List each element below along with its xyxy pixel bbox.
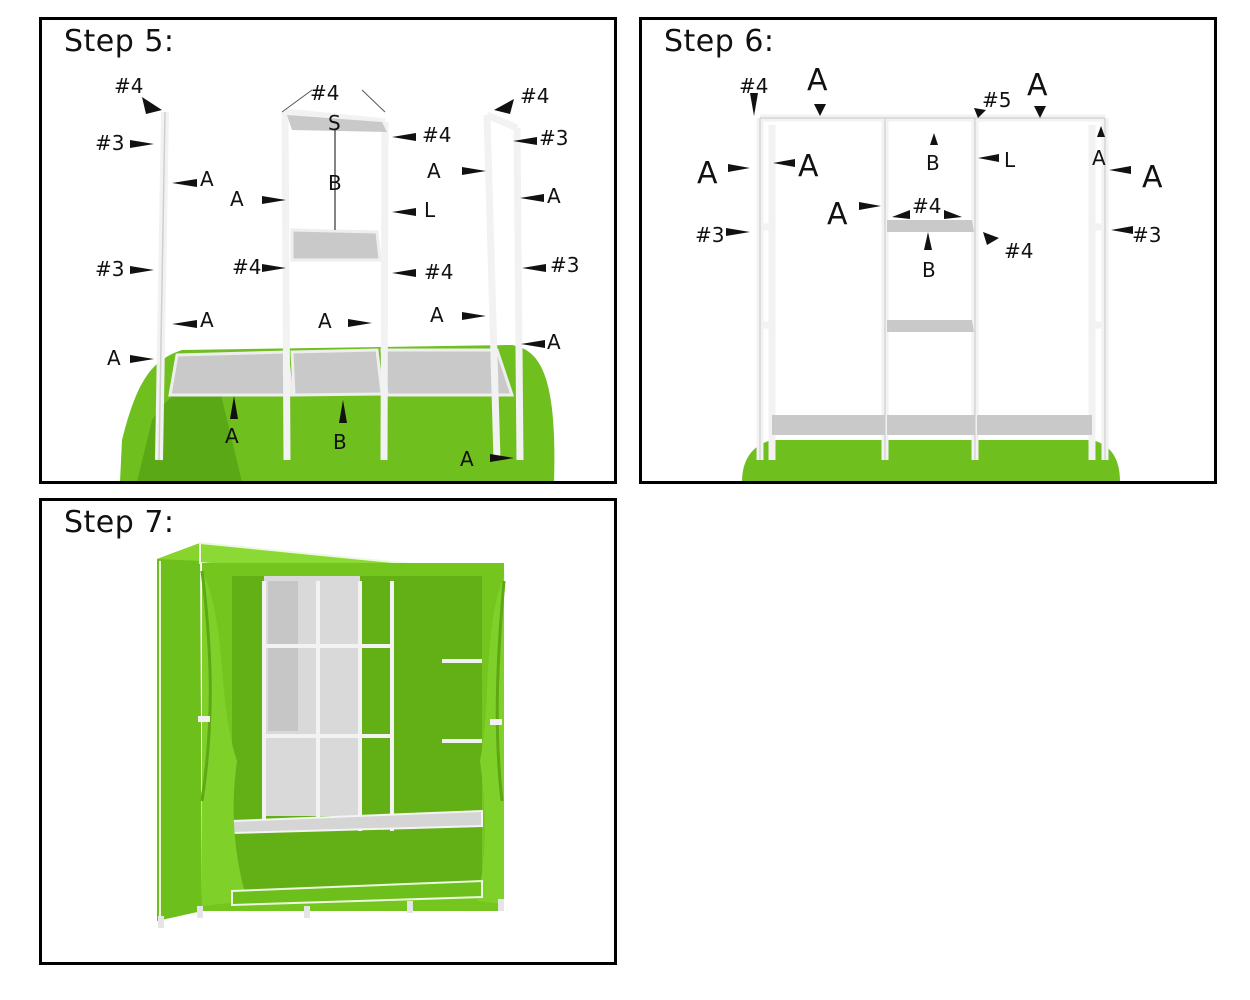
step-5-panel: Step 5: #4 #3 #3 A A (39, 17, 617, 484)
label-p3: #3 (550, 253, 579, 277)
label-p3: #3 (1132, 223, 1161, 247)
label-a: A (827, 197, 848, 232)
label-a: A (1092, 146, 1106, 170)
label-a: A (200, 167, 214, 191)
label-a: A (547, 184, 561, 208)
label-p4: #4 (424, 260, 453, 284)
label-a: A (430, 303, 444, 327)
label-p4: #4 (422, 123, 451, 147)
label-p3: #3 (695, 223, 724, 247)
step-6-panel: Step 6: # (639, 17, 1217, 484)
label-l: L (1004, 148, 1016, 172)
label-b: B (328, 171, 342, 195)
step-5-illustration: #4 #3 #3 A A A A #4 #4 S B A #4 L #4 A A… (95, 74, 579, 481)
label-p3: #3 (95, 257, 124, 281)
step-6-title: Step 6: (664, 24, 775, 59)
label-a: A (107, 346, 121, 370)
label-a: A (697, 156, 718, 191)
label-a: A (798, 149, 819, 184)
label-s: S (328, 111, 341, 135)
label-b: B (922, 258, 936, 282)
label-p3: #3 (539, 126, 568, 150)
step-6-illustration: #4 A #5 A A A B L A A A #4 #3 #4 #3 B (695, 63, 1163, 481)
label-p3: #3 (95, 131, 124, 155)
label-a: A (807, 63, 828, 98)
step-7-title: Step 7: (64, 505, 175, 540)
label-p4: #4 (114, 74, 143, 98)
label-p4: #4 (310, 81, 339, 105)
label-a: A (1027, 68, 1048, 103)
label-a: A (460, 447, 474, 471)
label-a: A (1142, 160, 1163, 195)
step-7-wardrobe-illustration (157, 541, 506, 928)
label-b: B (333, 430, 347, 454)
step-5-title: Step 5: (64, 24, 175, 59)
label-b: B (926, 151, 940, 175)
label-p5: #5 (982, 88, 1011, 112)
label-a: A (318, 309, 332, 333)
label-a: A (230, 187, 244, 211)
label-a: A (427, 159, 441, 183)
step-7-panel: Step 7: (39, 498, 617, 965)
label-p4: #4 (912, 194, 941, 218)
label-p4: #4 (520, 84, 549, 108)
label-p4: #4 (1004, 239, 1033, 263)
label-a: A (200, 308, 214, 332)
label-l: L (424, 198, 436, 222)
label-p4: #4 (232, 255, 261, 279)
label-a: A (547, 330, 561, 354)
label-a: A (225, 424, 239, 448)
